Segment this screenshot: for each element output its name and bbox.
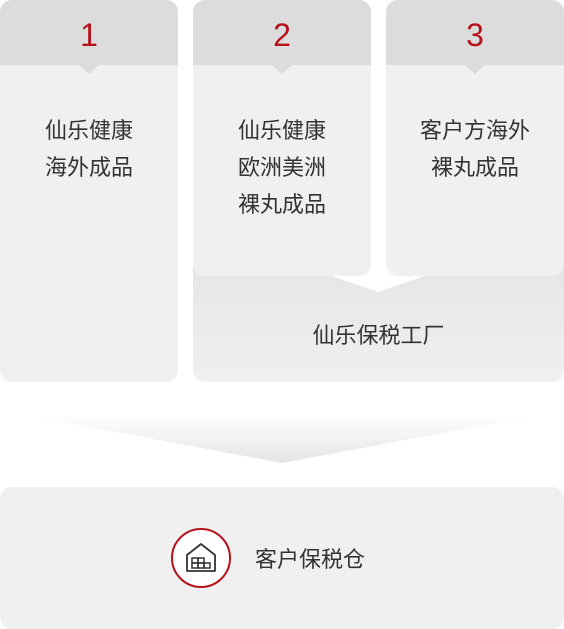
column-header-1	[0, 0, 178, 74]
column-number-3: 3	[466, 17, 484, 53]
column-text-3: 客户方海外 裸丸成品	[419, 119, 530, 181]
warehouse-icon	[171, 528, 231, 588]
source-column-2: 2 仙乐健康 欧洲美洲 裸丸成品	[193, 0, 371, 276]
column-text-2: 仙乐健康 欧洲美洲 裸丸成品	[237, 119, 326, 218]
factory-label: 仙乐保税工厂	[312, 324, 445, 349]
source-column-3: 3 客户方海外 裸丸成品	[386, 0, 564, 276]
warehouse-label: 客户保税仓	[255, 548, 366, 573]
column-header-2	[193, 0, 371, 74]
column-text-1: 仙乐健康 海外成品	[44, 119, 133, 181]
warehouse-panel: 客户保税仓	[0, 487, 564, 629]
column-header-3	[386, 0, 564, 74]
column-number-2: 2	[273, 17, 291, 53]
funnel-arrow	[25, 415, 539, 463]
column-number-1: 1	[80, 17, 98, 53]
source-column-1: 1 仙乐健康 海外成品	[0, 0, 178, 382]
